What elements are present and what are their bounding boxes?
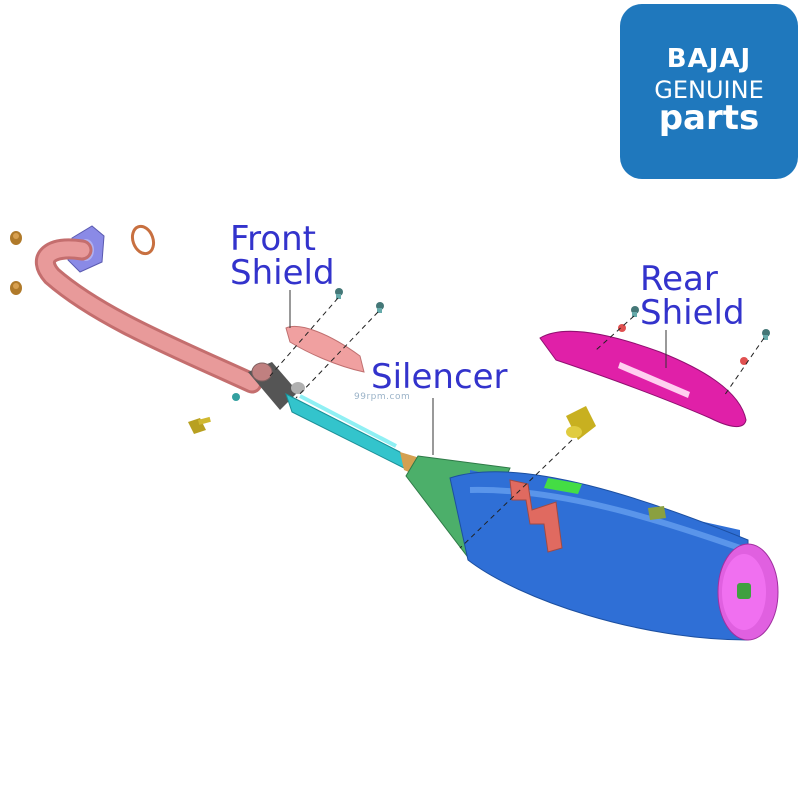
silencer-tab-olive bbox=[648, 506, 666, 520]
bajaj-genuine-parts-logo: BAJAJ GENUINE parts bbox=[620, 4, 798, 179]
gasket-ring bbox=[130, 224, 156, 256]
assembly-line-front-2 bbox=[295, 311, 379, 399]
front-shield-part bbox=[285, 325, 365, 373]
screw-front-1 bbox=[335, 288, 343, 299]
label-rear-shield-line2: Shield bbox=[640, 293, 745, 333]
rear-shield-part bbox=[539, 330, 747, 427]
silencer-tab-green bbox=[544, 478, 582, 494]
logo-parts: parts bbox=[658, 98, 760, 138]
screw-front-2 bbox=[376, 302, 384, 313]
label-front-shield-line2: Shield bbox=[230, 253, 335, 293]
bolt-left bbox=[188, 416, 211, 434]
header-nut-top bbox=[10, 231, 22, 245]
washer-rear-1 bbox=[618, 324, 626, 332]
logo-genuine: GENUINE bbox=[654, 76, 764, 104]
assembly-line-silencer bbox=[459, 439, 573, 549]
screw-rear-1 bbox=[631, 306, 639, 317]
silencer-heat-shield bbox=[509, 479, 563, 553]
watermark: 99rpm.com bbox=[354, 392, 411, 402]
mid-pipe bbox=[285, 393, 410, 472]
label-rear-shield-line1: Rear bbox=[640, 259, 718, 299]
label-front-shield-line1: Front bbox=[230, 219, 316, 259]
logo-brand: BAJAJ bbox=[666, 44, 752, 74]
silencer-end-cap bbox=[717, 543, 779, 641]
header-nut-bottom bbox=[10, 281, 22, 295]
washer-rear-2 bbox=[740, 357, 748, 365]
assembly-line-rear-2 bbox=[723, 337, 765, 397]
label-silencer: Silencer bbox=[371, 357, 508, 397]
header-clamp bbox=[232, 362, 305, 410]
screw-rear-2 bbox=[762, 329, 770, 340]
bolt-silencer bbox=[566, 406, 596, 440]
